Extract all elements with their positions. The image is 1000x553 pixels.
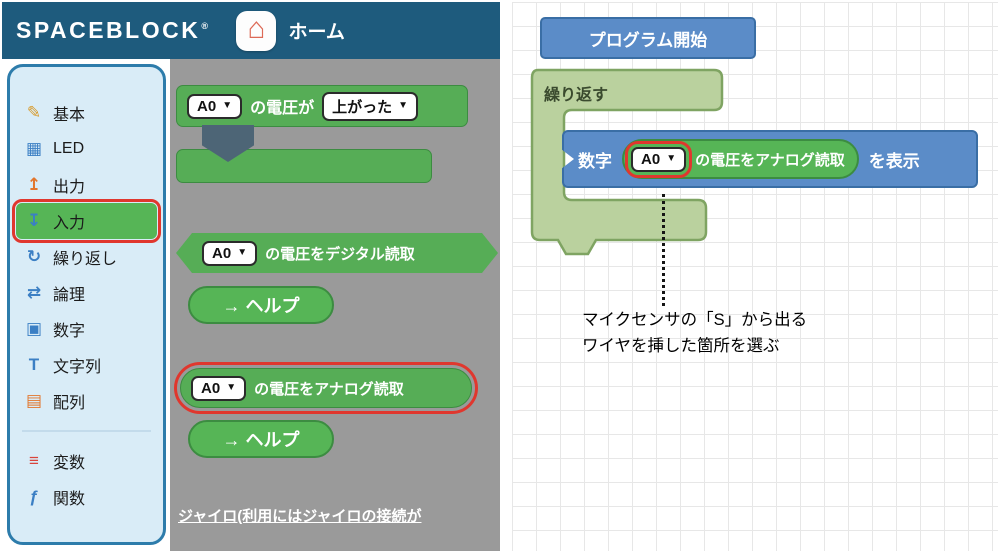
sidebar-item-label: 基本 [53,107,86,124]
callout-dotted-line [662,194,665,306]
string-icon: T [28,355,40,374]
app-panel: SPACEBLOCK® ⌂ ホーム ✎ 基本 ▦ LED ↥ 出力 [2,2,500,551]
category-list: ✎ 基本 ▦ LED ↥ 出力 ↧ 入力 ↻ 繰り返し [7,64,166,545]
analog-read-reporter[interactable]: A0 ▼ の電圧をアナログ読取 [622,139,859,179]
sidebar-item-array[interactable]: ▤ 配列 [16,383,157,419]
home-button[interactable]: ⌂ [236,10,277,51]
sidebar-item-label: 関数 [53,491,86,508]
sidebar-item-repeat[interactable]: ↻ 繰り返し [16,239,157,275]
app-header: SPACEBLOCK® ⌂ ホーム [2,2,500,59]
logic-icon: ⇄ [26,283,42,302]
functions-icon: ƒ [29,487,39,506]
event-block-text: の電圧が [250,100,315,117]
workspace-canvas[interactable]: プログラム開始 繰り返す 数字 A0 ▼ の電圧をアナログ読取 を表示 マイクセ… [512,2,998,551]
input-icon: ↧ [26,211,42,230]
toolbox-flyout[interactable]: A0 ▼ の電圧が 上がった ▼ A0 ▼ の電圧をデジタル読取 [170,59,500,551]
annotation-text: マイクセンサの「S」から出る ワイヤを挿した箇所を選ぶ [582,308,807,359]
help-button[interactable]: → ヘルプ [188,420,334,458]
digital-read-block[interactable]: A0 ▼ の電圧をデジタル読取 [176,233,498,273]
led-icon: ▦ [25,139,43,158]
chevron-down-icon: ▼ [226,382,237,393]
program-start-block[interactable]: プログラム開始 [540,17,756,59]
program-start-label: プログラム開始 [588,30,708,50]
display-block-prefix: 数字 [578,151,612,171]
help-label: → ヘルプ [222,296,300,316]
repeat-block[interactable] [528,68,732,260]
sidebar-item-label: 配列 [53,395,86,412]
edge-value: 上がった [332,98,393,116]
panel-body: ✎ 基本 ▦ LED ↥ 出力 ↧ 入力 ↻ 繰り返し [2,59,500,551]
sidebar-item-basic[interactable]: ✎ 基本 [16,95,157,131]
number-icon: ▣ [25,319,43,338]
event-block-bottom-bar [176,149,432,183]
output-icon: ↥ [26,175,42,194]
chevron-down-icon: ▼ [222,100,233,111]
home-label: ホーム [288,22,345,43]
array-icon: ▤ [25,391,43,410]
category-sidebar: ✎ 基本 ▦ LED ↥ 出力 ↧ 入力 ↻ 繰り返し [2,59,170,551]
port-dropdown[interactable]: A0 ▼ [624,140,693,178]
help-label: → ヘルプ [222,430,300,450]
sidebar-item-label: 文字列 [53,359,102,376]
variables-icon: ≡ [29,451,39,470]
sidebar-item-label: 変数 [53,455,86,472]
repeat-icon: ↻ [26,247,42,266]
sidebar-item-output[interactable]: ↥ 出力 [16,167,157,203]
sidebar-item-label: 出力 [53,179,86,196]
repeat-block-label: 繰り返す [544,87,609,104]
sidebar-item-label: LED [53,140,85,157]
edge-dropdown[interactable]: 上がった ▼ [322,91,419,121]
port-value: A0 [201,379,221,397]
port-dropdown[interactable]: A0 ▼ [191,375,247,401]
chevron-down-icon: ▼ [666,153,677,164]
port-value: A0 [197,97,217,115]
port-value: A0 [641,150,661,168]
home-icon: ⌂ [247,12,266,45]
chevron-down-icon: ▼ [398,100,409,111]
help-button[interactable]: → ヘルプ [188,286,334,324]
basic-icon: ✎ [26,103,42,122]
analog-read-label: の電圧をアナログ読取 [695,151,845,169]
chevron-down-icon: ▼ [237,247,248,258]
port-value: A0 [212,244,232,262]
sidebar-item-label: 数字 [53,323,86,340]
annotation-line-1: マイクセンサの「S」から出る [582,311,808,329]
sidebar-item-label: 繰り返し [53,251,118,268]
sidebar-item-label: 論理 [53,287,86,304]
sidebar-item-variables[interactable]: ≡ 変数 [16,443,157,479]
port-dropdown[interactable]: A0 ▼ [202,241,257,266]
sidebar-item-logic[interactable]: ⇄ 論理 [16,275,157,311]
gyro-note: ジャイロ(利用にはジャイロの接続が [178,508,422,525]
sidebar-item-string[interactable]: T 文字列 [16,347,157,383]
sidebar-item-input[interactable]: ↧ 入力 [12,199,161,243]
annotation-line-2: ワイヤを挿した箇所を選ぶ [582,336,780,355]
sidebar-item-number[interactable]: ▣ 数字 [16,311,157,347]
registered-mark: ® [201,21,211,32]
port-dropdown[interactable]: A0 ▼ [187,93,243,119]
analog-read-block[interactable]: A0 ▼ の電圧をアナログ読取 [174,362,478,414]
sidebar-item-label: 入力 [53,215,86,232]
spaceblock-logo: SPACEBLOCK® [16,17,211,43]
display-block-suffix: を表示 [868,151,920,171]
analog-read-label: の電圧をアナログ読取 [254,380,404,398]
digital-read-label: の電圧をデジタル読取 [265,245,415,263]
voltage-event-block[interactable]: A0 ▼ の電圧が 上がった ▼ [176,85,468,127]
sidebar-item-led[interactable]: ▦ LED [16,131,157,167]
display-number-block[interactable]: 数字 A0 ▼ の電圧をアナログ読取 を表示 [562,130,978,188]
sidebar-item-functions[interactable]: ƒ 関数 [16,479,157,515]
sidebar-divider [22,430,151,432]
